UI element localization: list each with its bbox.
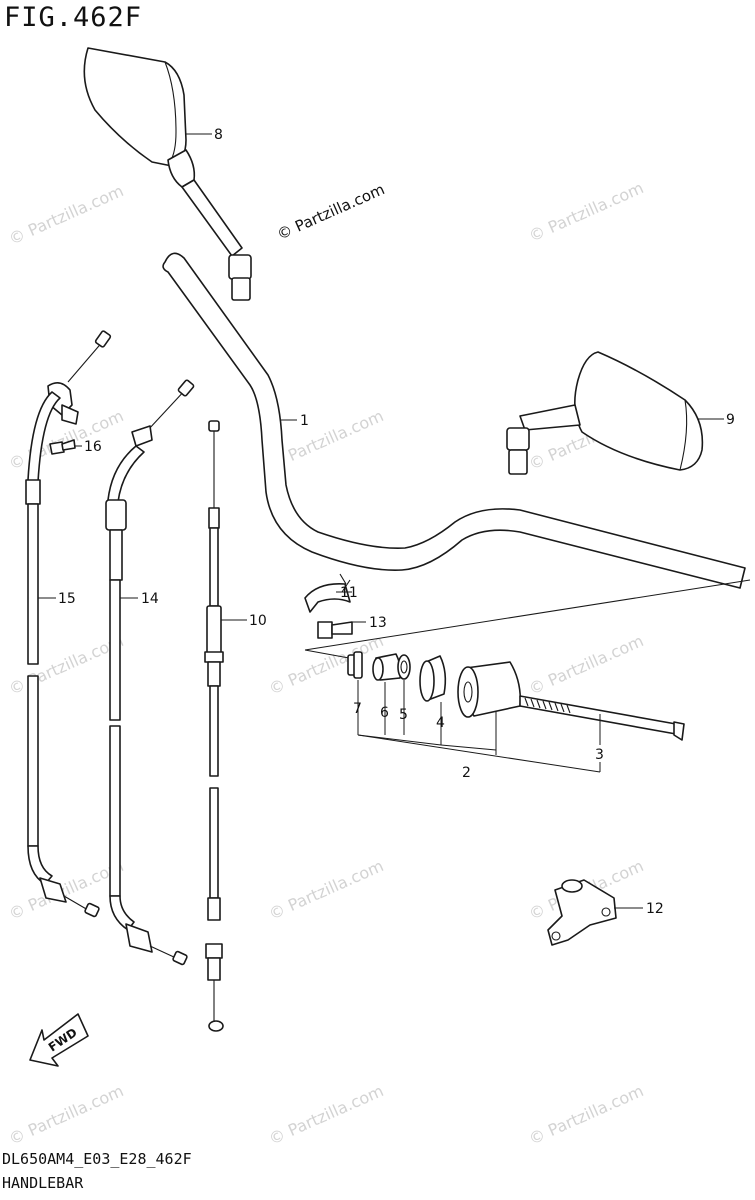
callout-2: 2 xyxy=(462,765,471,781)
part-13-bolt: 13 xyxy=(317,615,387,639)
watermark: © Partzilla.com xyxy=(266,1081,387,1149)
callout-brackets: 7 6 5 4 2 3 xyxy=(353,680,604,781)
watermark: © Partzilla.com xyxy=(266,631,387,699)
part-9-right-mirror: 9 xyxy=(506,351,735,475)
watermark: © Partzilla.com xyxy=(526,631,647,699)
part-16-screw: 16 xyxy=(49,439,102,455)
callout-11: 11 xyxy=(340,585,358,601)
part-7-collar xyxy=(347,651,363,679)
part-2-balancer-weight xyxy=(457,661,522,718)
callout-16: 16 xyxy=(84,439,102,455)
callout-9: 9 xyxy=(726,412,735,428)
part-12-bracket: 12 xyxy=(547,879,664,946)
watermark: © Partzilla.com xyxy=(6,631,127,699)
callout-12: 12 xyxy=(646,901,664,917)
part-4-damper xyxy=(419,655,447,702)
watermark-main: © Partzilla.com xyxy=(274,180,387,244)
callout-6: 6 xyxy=(380,705,389,721)
figure-title: FIG.462F xyxy=(4,2,143,33)
callout-15: 15 xyxy=(58,591,76,607)
part-3-screw xyxy=(519,695,685,741)
model-code: DL650AM4_E03_E28_462F xyxy=(2,1150,192,1168)
callout-4: 4 xyxy=(436,715,445,731)
part-6-spacer xyxy=(372,653,402,681)
part-5-washer xyxy=(397,654,411,680)
part-10-clutch-cable: 10 xyxy=(204,420,267,1032)
callout-5: 5 xyxy=(399,707,408,723)
watermark: © Partzilla.com xyxy=(6,1081,127,1149)
callout-1: 1 xyxy=(300,413,309,429)
callout-7: 7 xyxy=(353,701,362,717)
part-15-throttle-cable: 15 xyxy=(25,330,112,918)
watermark: © Partzilla.com xyxy=(6,856,127,924)
watermark-layer: © Partzilla.com © Partzilla.com © Partzi… xyxy=(6,178,647,1149)
callout-3: 3 xyxy=(595,747,604,763)
watermark: © Partzilla.com xyxy=(526,178,647,246)
part-14-throttle-cable: 14 xyxy=(105,379,195,966)
callout-14: 14 xyxy=(141,591,159,607)
part-1-handlebar: 1 xyxy=(162,252,746,589)
fwd-arrow-icon: FWD xyxy=(29,1013,89,1067)
callout-10: 10 xyxy=(249,613,267,629)
callout-8: 8 xyxy=(214,127,223,143)
callout-13: 13 xyxy=(369,615,387,631)
watermark: © Partzilla.com xyxy=(266,856,387,924)
watermark: © Partzilla.com xyxy=(526,1081,647,1149)
section-name: HANDLEBAR xyxy=(2,1174,84,1192)
part-11-clip: 11 xyxy=(304,573,358,613)
part-8-left-mirror: 8 xyxy=(83,47,252,301)
watermark: © Partzilla.com xyxy=(6,181,127,249)
